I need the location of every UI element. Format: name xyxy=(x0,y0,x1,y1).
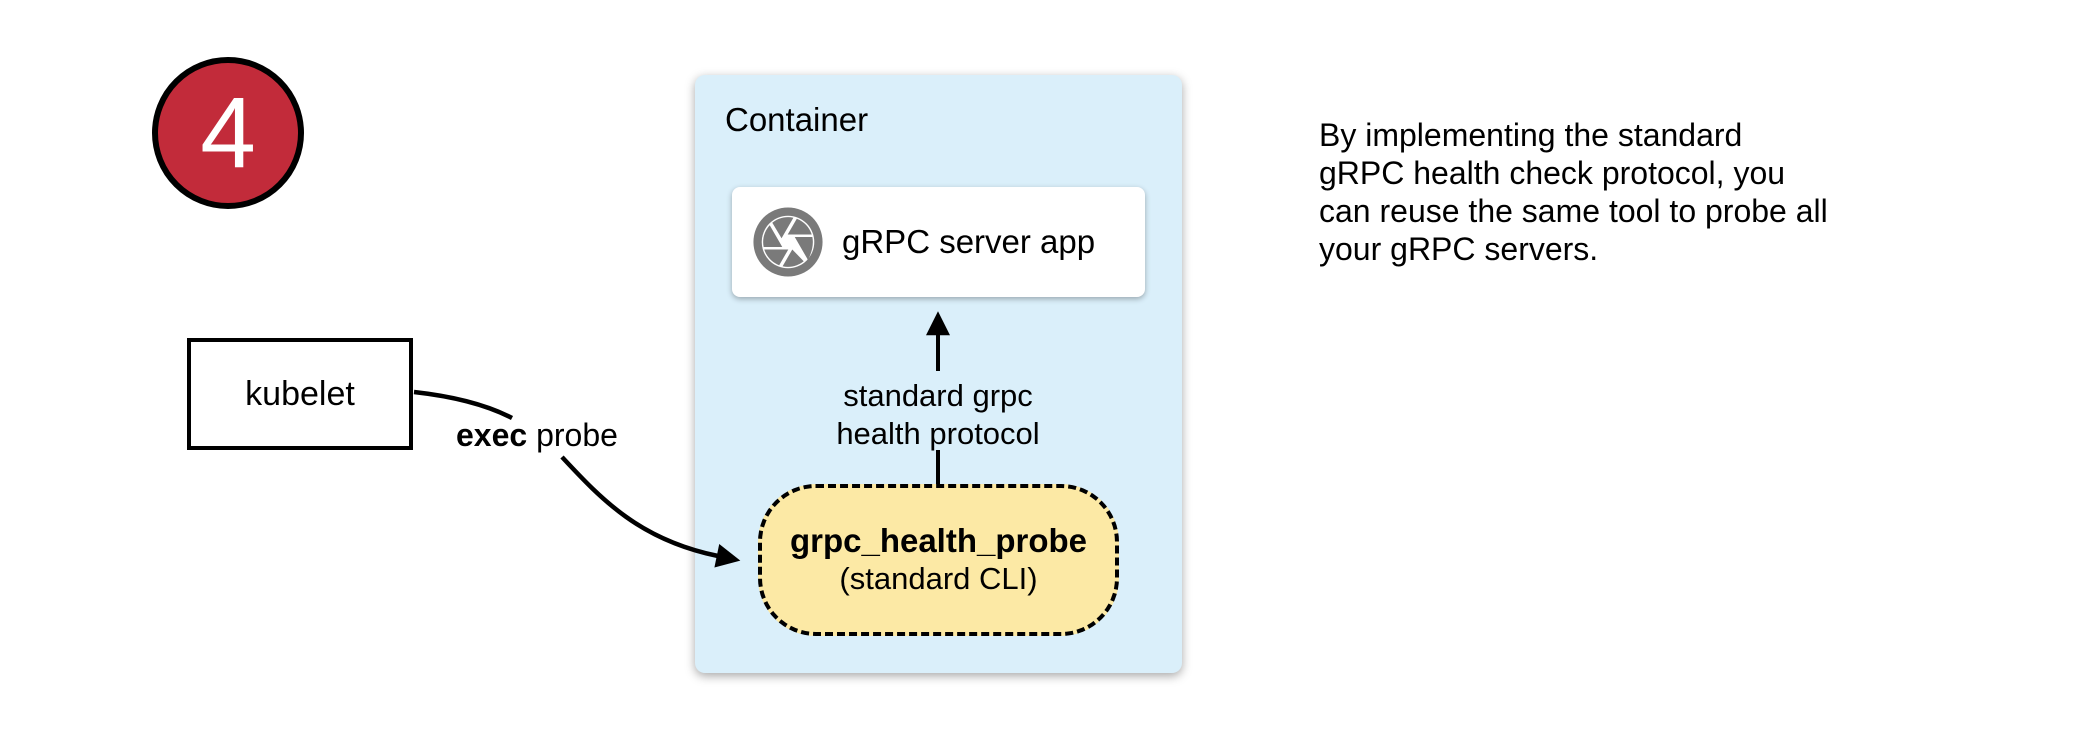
exec-keyword: exec xyxy=(456,417,528,453)
aperture-icon xyxy=(753,207,823,277)
probe-subtitle: (standard CLI) xyxy=(839,561,1038,597)
exec-probe-arrow-start xyxy=(413,389,514,420)
container-title: Container xyxy=(725,101,869,138)
grpc-server-label: gRPC server app xyxy=(842,223,1096,260)
kubelet-label: kubelet xyxy=(245,374,355,413)
step-number: 4 xyxy=(200,77,256,189)
kubelet-box: kubelet xyxy=(187,338,413,450)
health-protocol-label: standard grpc health protocol xyxy=(836,378,1040,451)
step-badge: 4 xyxy=(152,57,304,209)
grpc-health-probe-box: grpc_health_probe (standard CLI) xyxy=(758,484,1119,636)
exec-probe-arrow-end xyxy=(560,455,741,568)
exec-probe-label: exec probe xyxy=(456,417,618,454)
probe-word: probe xyxy=(527,417,618,453)
side-note: By implementing the standard gRPC health… xyxy=(1319,117,1828,267)
probe-name: grpc_health_probe xyxy=(789,522,1088,560)
grpc-server-box: gRPC server app xyxy=(732,187,1145,297)
